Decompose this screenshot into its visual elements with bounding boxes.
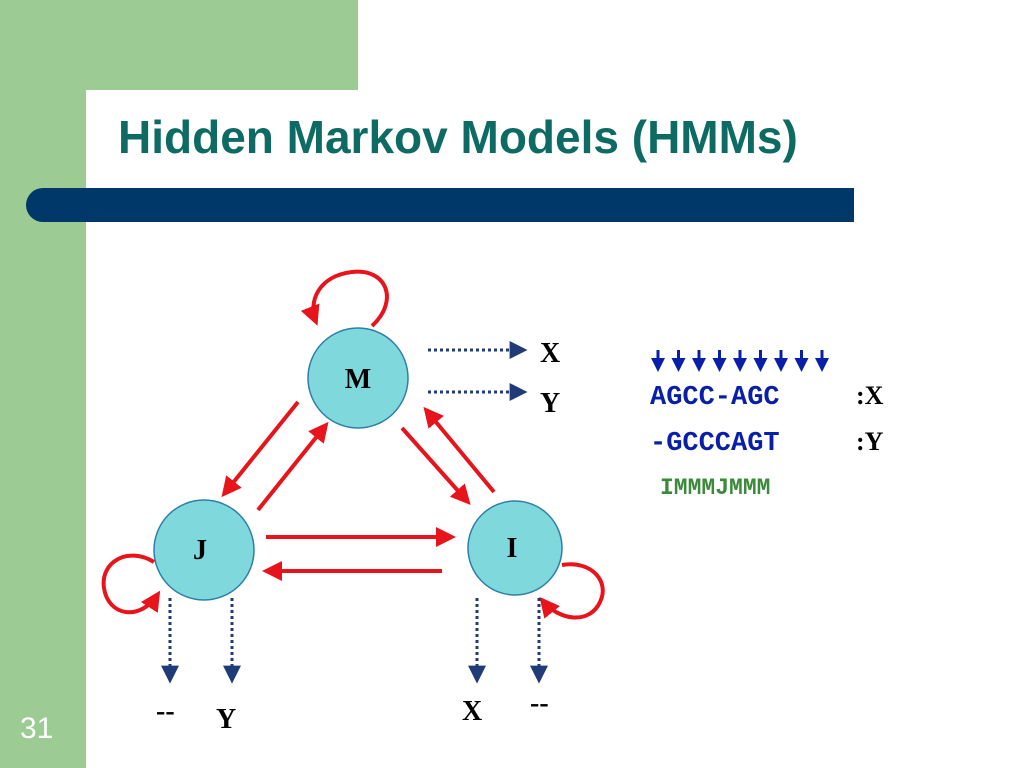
emission-label-i-x: X (462, 696, 482, 727)
emissions (161, 341, 548, 684)
alignment-arrow-head (712, 358, 727, 372)
state-m-label: M (345, 364, 371, 395)
alignment-arrow-head (815, 358, 829, 372)
state-i-circle (467, 500, 563, 596)
self-loop-m (300, 269, 389, 328)
alignment-seq-x: AGCC-AGC (650, 383, 780, 413)
transitions (101, 269, 605, 620)
transition-m-to-i (400, 426, 471, 505)
alignment-arrow-head (733, 358, 747, 372)
transition-m-to-j (221, 400, 300, 498)
state-m: M (307, 327, 409, 429)
emission-label-m-y: Y (540, 388, 560, 419)
alignment-arrow-head (692, 358, 706, 372)
alignment-label-x: :X (856, 381, 884, 410)
alignment-arrows (651, 350, 829, 372)
alignment-arrow-head (651, 358, 665, 372)
state-j: J (153, 499, 255, 601)
title-underline-bar (26, 188, 854, 222)
self-loop-i (539, 562, 605, 620)
alignment-arrow-head (671, 358, 686, 372)
transition-j-to-m (256, 421, 329, 512)
alignment-label-y: :Y (856, 427, 884, 456)
state-j-circle (153, 499, 255, 601)
alignment-arrow-head (794, 358, 809, 372)
self-loop-j (101, 553, 161, 615)
alignment-arrow-head (774, 358, 788, 372)
state-i-label: I (507, 533, 518, 564)
state-j-label: J (193, 535, 207, 566)
state-i: I (467, 500, 563, 596)
slide-number: 31 (20, 712, 54, 745)
transition-i-to-m (423, 406, 496, 494)
emission-label-j-y: Y (216, 704, 236, 735)
emission-label-j-gap: -- (156, 696, 175, 727)
emission-label-m-x: X (540, 338, 560, 369)
alignment-arrow-head (753, 358, 768, 372)
emission-label-i-gap: -- (530, 688, 549, 719)
alignment-state-path: IMMMJMMM (660, 475, 770, 501)
slide-title: Hidden Markov Models (HMMs) (118, 111, 798, 163)
alignment-seq-y: -GCCCAGT (650, 429, 780, 459)
green-side-panel (0, 0, 86, 768)
state-m-circle (307, 327, 409, 429)
